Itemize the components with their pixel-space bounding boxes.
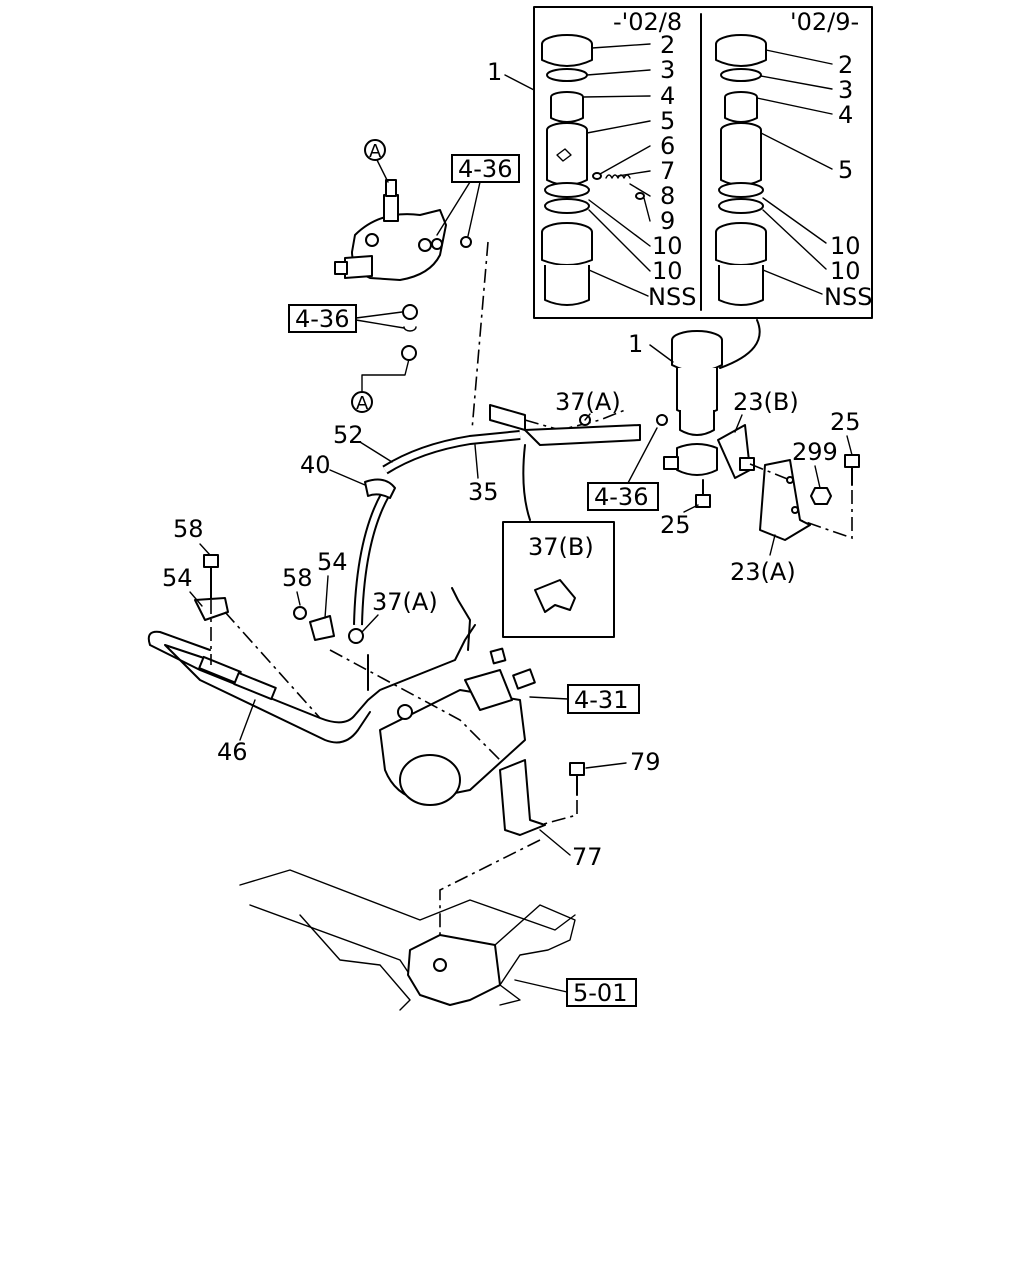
- marker-a-lower-text: A: [356, 393, 369, 414]
- reservoir-inset: -'02/8 '02/9-: [533, 6, 873, 319]
- cooler-pipe-46: [147, 624, 476, 744]
- callout-4-right: 4: [838, 101, 853, 129]
- callout-10b-left: 10: [652, 257, 683, 285]
- ref-4-36-top: [451, 154, 520, 183]
- bracket-77: [499, 759, 546, 836]
- hose-clip-40: [364, 478, 396, 499]
- callout-77: 77: [572, 843, 603, 871]
- callout-2-left: 2: [660, 31, 675, 59]
- inset-left-callouts: 2 3 4 5 6 7 8 9 10 10 NSS: [648, 31, 696, 311]
- callout-79: 79: [630, 748, 661, 776]
- callout-37a-low: 37(A): [372, 588, 438, 616]
- callout-4-left: 4: [660, 82, 675, 110]
- callout-nss-left: NSS: [648, 283, 696, 311]
- callout-7-left: 7: [660, 157, 675, 185]
- callout-25-right: 25: [830, 408, 861, 436]
- pump-center-line: [471, 241, 489, 431]
- callout-1-inset: 1: [487, 58, 502, 86]
- steering-gearbox: [379, 647, 536, 806]
- callout-54-left: 54: [162, 564, 193, 592]
- callout-23b: 23(B): [733, 388, 799, 416]
- callout-5-right: 5: [838, 156, 853, 184]
- callout-58-mid: 58: [282, 564, 313, 592]
- bolt-25-right-head: [844, 454, 860, 468]
- callout-37a-top: 37(A): [555, 388, 621, 416]
- vehicle-frame: [239, 869, 576, 1011]
- callout-10a-right: 10: [830, 232, 861, 260]
- clip-37b-pointer: [522, 444, 531, 521]
- callout-54-mid: 54: [317, 548, 348, 576]
- reservoir: [671, 330, 723, 436]
- ref-4-36-left: [288, 304, 357, 333]
- ref-4-36-top-text: 4-36: [458, 155, 512, 183]
- inset-pointer-arrow: [719, 319, 761, 369]
- callout-25-lower: 25: [660, 511, 691, 539]
- fitting-washer: [402, 304, 418, 320]
- callout-10b-right: 10: [830, 257, 861, 285]
- reservoir-pipe: [489, 404, 668, 446]
- fitting-seal: [403, 326, 417, 332]
- callout-10a-left: 10: [652, 232, 683, 260]
- ref-5-01-text: 5-01: [573, 979, 627, 1007]
- inset-right-header: '02/9-: [790, 8, 859, 36]
- marker-a-top-text: A: [369, 141, 382, 162]
- callout-40: 40: [300, 451, 331, 479]
- hose-52: [381, 345, 455, 591]
- callout-3-left: 3: [660, 56, 675, 84]
- callout-8-left: 8: [660, 182, 675, 210]
- callout-1-main: 1: [628, 330, 643, 358]
- callout-23a: 23(A): [730, 558, 796, 586]
- ref-4-36-left-text: 4-36: [295, 305, 349, 333]
- callout-46: 46: [217, 738, 248, 766]
- callout-299: 299: [792, 438, 838, 466]
- inset-left-header: -'02/8: [613, 8, 682, 36]
- callout-3-right: 3: [838, 76, 853, 104]
- callout-35: 35: [468, 478, 499, 506]
- reservoir-stack-right: [715, 34, 767, 306]
- banjo-washer: [460, 236, 472, 248]
- callout-37b: 37(B): [528, 533, 594, 561]
- callout-52: 52: [333, 421, 364, 449]
- inset-left-leaders: [582, 43, 651, 297]
- ref-4-31-text: 4-31: [574, 686, 628, 714]
- hose-35: [382, 430, 521, 475]
- bolt-79-head: [569, 762, 585, 776]
- clip-37a-lower: [348, 628, 364, 644]
- ref-4-36-mid-text: 4-36: [594, 483, 648, 511]
- marker-a-top: [364, 139, 386, 161]
- pressure-line-end: [451, 587, 471, 651]
- callout-9-left: 9: [660, 207, 675, 235]
- steering-pump: [334, 179, 472, 332]
- hose-vertical: [353, 492, 390, 626]
- inset-right-callouts: 2 3 4 5 10 10 NSS: [824, 51, 872, 311]
- inset-right-leaders: [756, 49, 833, 295]
- bracket-23a: [759, 459, 811, 541]
- frame-center-line: [439, 839, 541, 940]
- nut-299: [810, 487, 832, 505]
- callout-6-left: 6: [660, 132, 675, 160]
- clip-37b-box: [502, 521, 615, 638]
- bolt-center-line: [799, 490, 853, 540]
- callout-5-left: 5: [660, 107, 675, 135]
- bolt-58-mid: [293, 606, 307, 620]
- ref-4-36-mid: [587, 482, 659, 511]
- reservoir-stack-left: [541, 34, 645, 306]
- clip-37b: [534, 579, 576, 613]
- clamp-54-mid: [309, 615, 335, 641]
- callout-58-left: 58: [173, 515, 204, 543]
- bolt-79-center-line: [539, 800, 578, 826]
- bolt-58-left: [203, 554, 219, 601]
- callout-nss-right: NSS: [824, 283, 872, 311]
- clamp-center-line: [329, 649, 501, 761]
- callout-2-right: 2: [838, 51, 853, 79]
